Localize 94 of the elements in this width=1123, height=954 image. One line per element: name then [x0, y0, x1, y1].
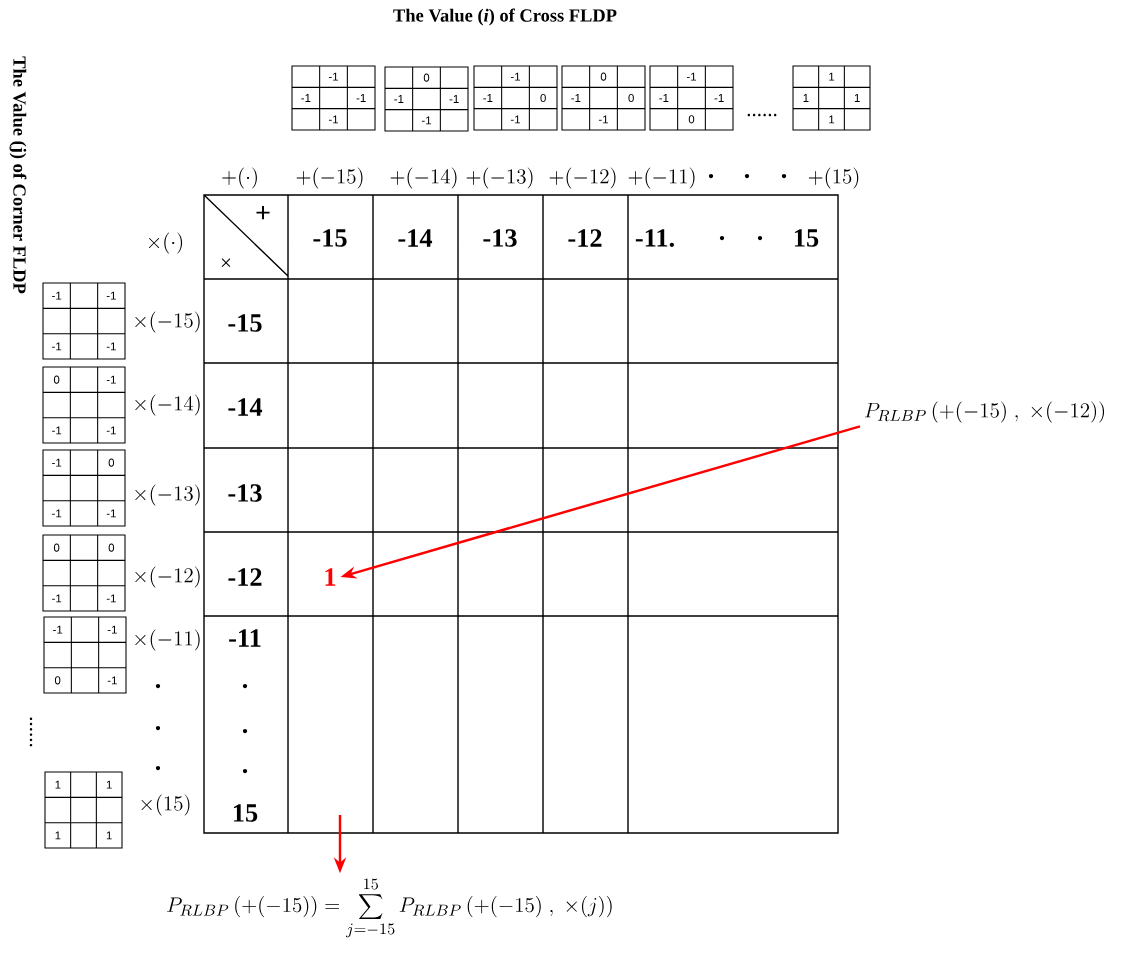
row-operator: $\times(\cdot)$ [148, 232, 183, 254]
ellipsis-dot: . [155, 725, 161, 731]
grid-value: -1 [52, 509, 62, 518]
cell-value: 1 [325, 568, 336, 586]
row-operator: $\times(-11)$ [135, 629, 200, 651]
column-header: -15 [313, 229, 347, 247]
grid-value: -1 [107, 676, 117, 685]
grid-value: -1 [686, 72, 696, 81]
grid-value: -1 [52, 458, 62, 467]
ellipsis-dot: . [155, 683, 161, 689]
grid-value: -1 [52, 426, 62, 435]
grid-value: 0 [688, 115, 695, 124]
ellipsis-dot: . [781, 173, 787, 179]
grid-value: -1 [106, 342, 116, 351]
grid-value: -1 [106, 375, 116, 384]
grid-value: -1 [53, 625, 63, 634]
column-header: . [757, 235, 763, 241]
grid-value: 1 [829, 72, 835, 81]
row-header: -11 [229, 629, 261, 647]
sum-formula: $P_{RLBP}\left(+(-15)\right)=\sum_{j=-15}^{15}P_{RLBP}\left(+(-15)\ ,\ \times(j)\right)$ [167, 878, 612, 938]
grid-value: 0 [108, 458, 115, 467]
grid-value: 1 [55, 780, 61, 789]
corner-sign: + [256, 206, 270, 220]
row-operator: $\times(15)$ [141, 794, 190, 816]
grid-value: -1 [107, 625, 117, 634]
grid-value: 1 [803, 94, 809, 102]
grid-value: 1 [854, 94, 860, 102]
grid-value: 0 [53, 375, 60, 384]
column-operator: $+(-14)$ [390, 167, 457, 189]
column-header: -13 [483, 229, 517, 247]
grid-value: 0 [423, 73, 430, 82]
grid-value: -1 [52, 291, 62, 300]
grid-value: -1 [52, 594, 62, 603]
grid-value: -1 [483, 94, 493, 102]
column-operator: $+(-15)$ [296, 167, 363, 189]
ellipsis-dot: . [744, 173, 750, 179]
row-header: . [242, 683, 248, 689]
row-header: -13 [228, 484, 262, 502]
column-header: . [719, 235, 725, 241]
column-header: -12 [568, 229, 602, 247]
side-title: The Value (j) of Corner FLDP [9, 56, 27, 294]
column-operator: $+(-12)$ [549, 167, 616, 189]
column-header: -11. [635, 229, 674, 247]
grid-value: -1 [449, 95, 459, 103]
grid-value: -1 [356, 94, 366, 102]
grid-value: 1 [55, 831, 61, 840]
column-header: 15 [794, 229, 819, 247]
row-header: -15 [228, 314, 262, 332]
grid-value: -1 [510, 115, 520, 124]
grid-value: 1 [829, 115, 835, 124]
grid-value: -1 [421, 116, 431, 125]
grid-value: -1 [328, 115, 338, 124]
column-operator: $+(\cdot)$ [222, 167, 257, 189]
grid-value: 1 [106, 780, 112, 789]
ellipsis-dot: . [155, 765, 161, 771]
grid-value: 0 [540, 93, 546, 103]
grid-value: -1 [301, 94, 311, 102]
column-operator: $+(-13)$ [466, 167, 533, 189]
grid-value: -1 [106, 509, 116, 518]
row-header: 15 [233, 804, 258, 822]
row-operator: $\times(-14)$ [135, 394, 200, 416]
ellipsis: ...... [747, 113, 777, 117]
grid-value: 0 [628, 93, 634, 103]
column-header: -14 [398, 229, 433, 247]
row-operator: $\times(-12)$ [135, 566, 200, 588]
grid-value: -1 [106, 426, 116, 435]
grid-value: 0 [600, 72, 607, 81]
grid-value: -1 [571, 94, 581, 102]
grid-value: -1 [510, 72, 520, 81]
ellipsis: ...... [29, 717, 33, 747]
grid-value: -1 [328, 72, 338, 81]
row-header: -12 [228, 568, 262, 586]
ellipsis-dot: . [708, 173, 714, 179]
grid-value: 0 [54, 676, 61, 685]
column-operator: $+(15)$ [808, 167, 859, 189]
title: The Value (i) of Cross FLDP [393, 8, 617, 26]
grid-value: -1 [106, 291, 116, 300]
grid-value: 1 [106, 831, 112, 840]
grid-value: -1 [106, 594, 116, 603]
row-operator: $\times(-13)$ [135, 484, 200, 506]
annotation-formula: $P_{RLBP}\left(+(-15)\ ,\ \times(-12)\right)$ [864, 401, 1105, 423]
column-operator: $+(-11)$ [628, 167, 695, 189]
grid-value: -1 [394, 95, 404, 103]
corner-sign: × [221, 258, 231, 267]
grid-value: 0 [53, 543, 60, 552]
row-header: . [242, 768, 248, 774]
row-operator: $\times(-15)$ [135, 311, 200, 333]
grid-value: -1 [598, 115, 608, 124]
grid-value: -1 [52, 342, 62, 351]
row-header: -14 [228, 398, 263, 416]
grid-value: -1 [659, 94, 669, 102]
grid-value: -1 [714, 94, 724, 102]
grid-value: 0 [108, 543, 115, 552]
row-header: . [242, 728, 248, 734]
